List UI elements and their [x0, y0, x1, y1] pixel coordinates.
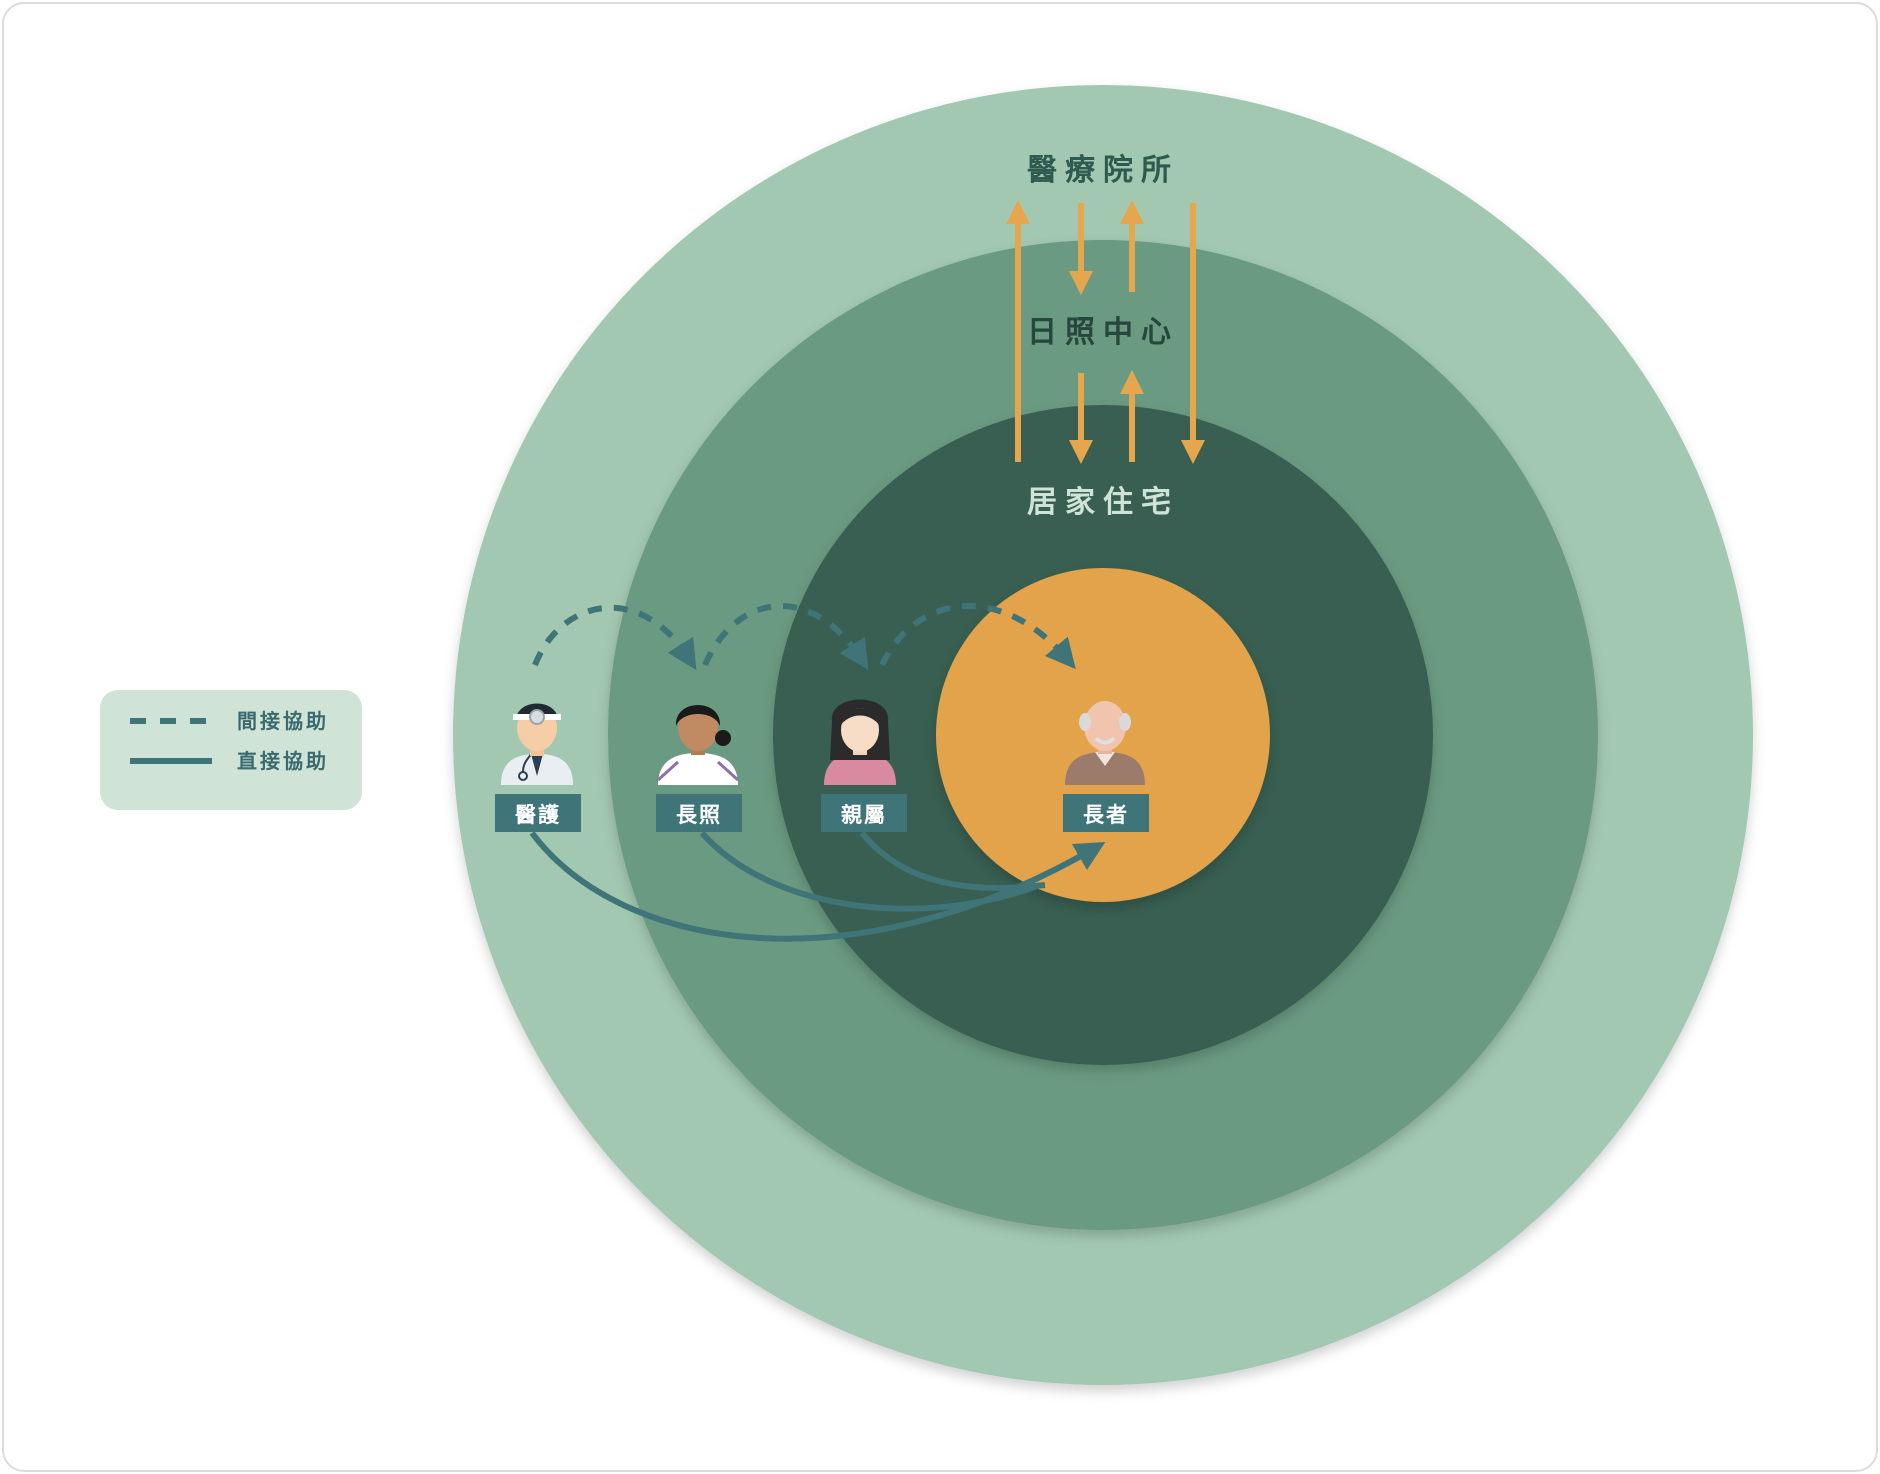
direct-assist-arrows	[529, 831, 1106, 942]
label-daycare: 日照中心	[1027, 315, 1179, 350]
label-home: 居家住宅	[1027, 485, 1179, 520]
medical-staff-figure	[501, 703, 573, 785]
referral-arrows	[1006, 200, 1205, 464]
legend-indirect-label: 間接協助	[237, 709, 329, 733]
dashed-line-icon	[130, 718, 212, 724]
tag-elder-text: 長者	[1083, 803, 1129, 827]
family-member-figure	[824, 699, 896, 785]
direct-arrow-family-to-elder	[859, 831, 1046, 891]
indirect-arrow-family-to-elder	[879, 603, 1076, 670]
tag-medical-text: 醫護	[515, 803, 561, 827]
ltc-worker-figure	[656, 705, 740, 785]
legend-row-direct: 直接協助	[130, 746, 350, 776]
tag-family-text: 親屬	[841, 803, 887, 827]
legend-row-indirect: 間接協助	[130, 706, 350, 736]
legend-box: 間接協助 直接協助	[100, 690, 362, 810]
tag-ltc-text: 長照	[676, 803, 722, 827]
indirect-arrow-ltc-to-family	[702, 603, 869, 671]
tag-medical: 醫護	[495, 794, 581, 832]
tag-elder: 長者	[1063, 794, 1149, 832]
legend-direct-label: 直接協助	[237, 749, 329, 773]
elder-figure	[1065, 701, 1145, 785]
indirect-arrow-medical-to-ltc	[532, 604, 697, 671]
label-hospital: 醫療院所	[1027, 153, 1179, 188]
ltc-uniform-icon	[658, 753, 738, 785]
elder-sweater-icon	[1065, 752, 1145, 785]
family-clothing-icon	[824, 753, 896, 785]
tag-family: 親屬	[821, 794, 907, 832]
solid-line-icon	[130, 758, 212, 764]
indirect-assist-arrows	[532, 603, 1076, 671]
direct-arrow-ltc-to-elder	[699, 831, 1042, 912]
tag-ltc: 長照	[656, 794, 742, 832]
